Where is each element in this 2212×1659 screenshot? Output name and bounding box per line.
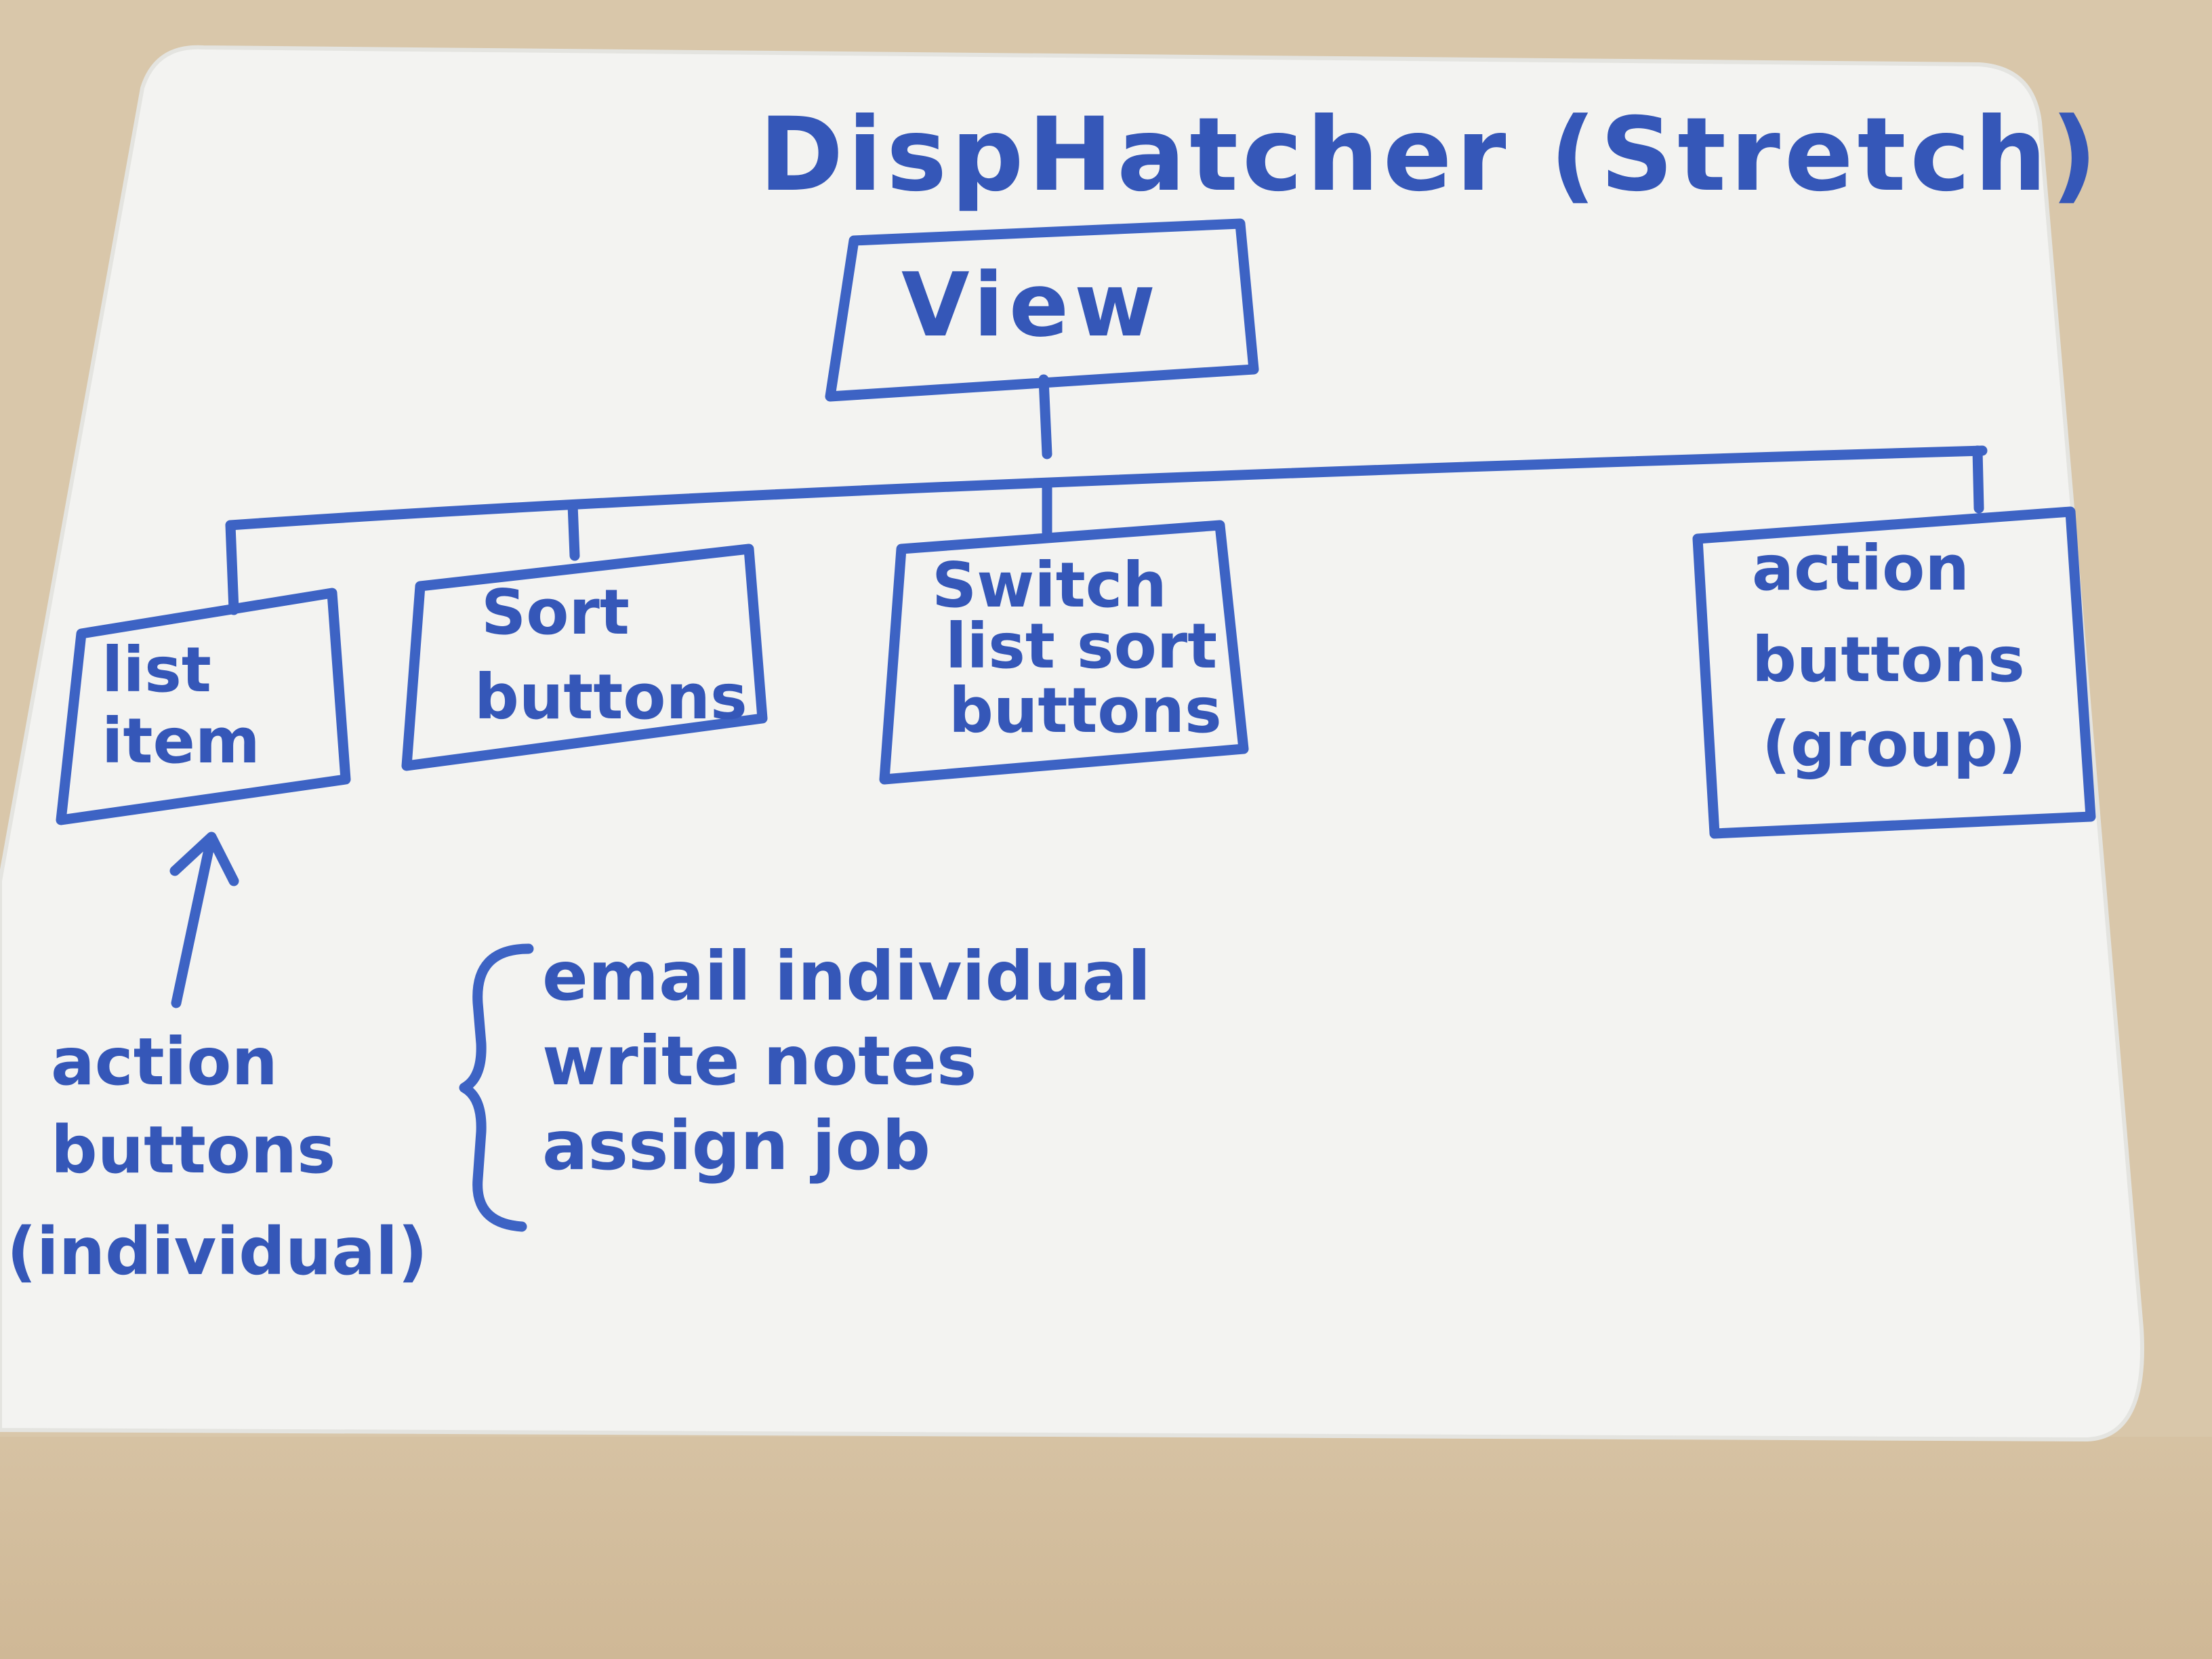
switch-buttons-label: Switch list sort buttons — [932, 549, 1239, 747]
list-item-label: list item — [102, 634, 260, 777]
annotation-items: email individual write notes assign job — [542, 937, 1174, 1185]
connector-action-group — [1972, 445, 1984, 514]
sort-buttons-box — [401, 544, 768, 771]
annotation-brace — [459, 943, 534, 1232]
action-group-box — [1692, 506, 2096, 839]
switch-buttons-box — [879, 520, 1249, 785]
sort-buttons-label: Sort buttons — [474, 576, 747, 733]
diagram-title: DispHatcher (Stretch) — [759, 96, 2102, 214]
annotation-label: action buttons (individual) — [7, 1024, 428, 1290]
root-connector — [1038, 374, 1052, 459]
root-node-box — [825, 218, 1259, 402]
connector-sort-buttons — [567, 499, 580, 561]
connector-list-item — [225, 520, 239, 615]
root-node-label: View — [901, 253, 1161, 356]
annotation-arrow — [169, 832, 239, 1008]
whiteboard — [0, 45, 2144, 1442]
list-item-box — [56, 588, 351, 825]
horizontal-connector — [225, 445, 1988, 531]
action-group-label: action buttons (group) — [1752, 532, 2047, 781]
table-surface — [0, 1437, 2212, 1659]
